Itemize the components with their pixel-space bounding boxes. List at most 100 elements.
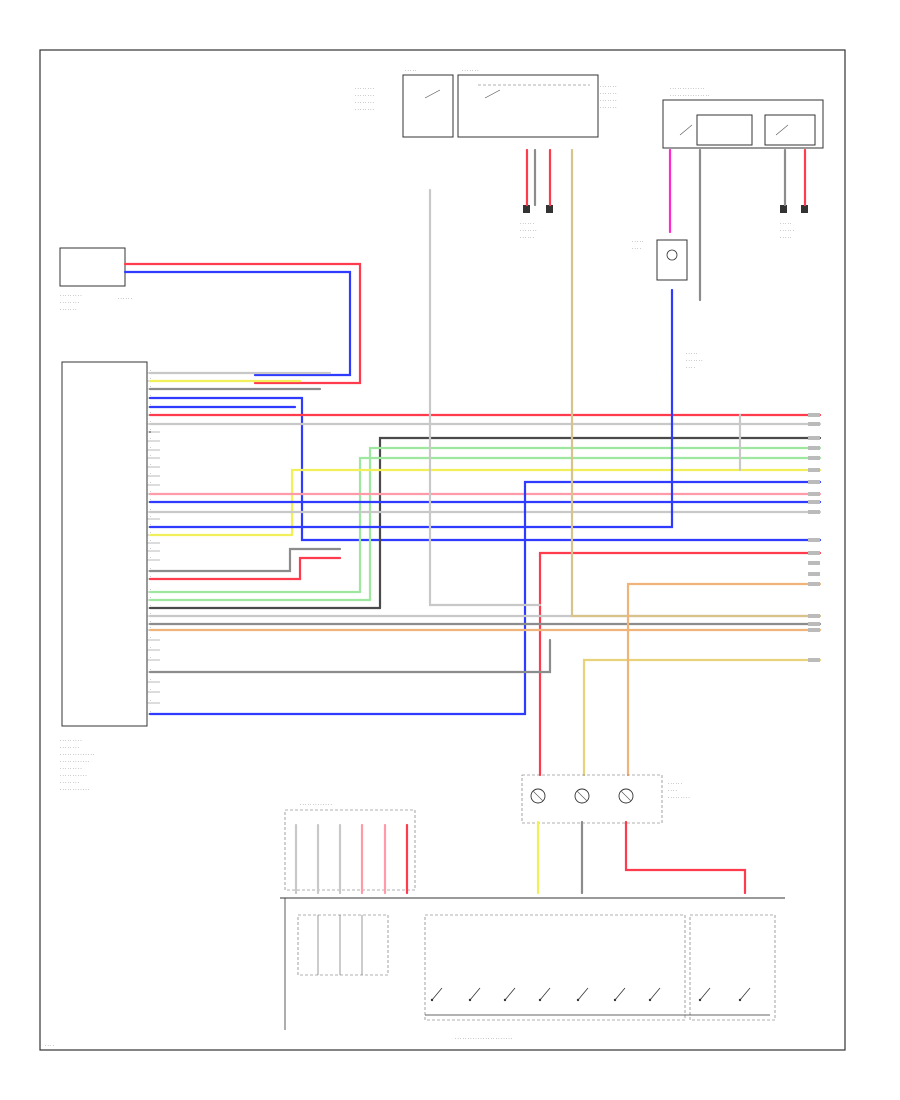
switch-contact bbox=[649, 987, 661, 1001]
switch-contact bbox=[614, 987, 626, 1001]
switch-contact bbox=[504, 987, 516, 1001]
pin-mark: · bbox=[150, 514, 151, 519]
svg-text:· · · · · · · ·: · · · · · · · · bbox=[60, 300, 79, 305]
pin-mark: · bbox=[150, 709, 151, 714]
switch-pivot bbox=[430, 998, 434, 1002]
ground-connector-right: · · · · · · · · · · · · · · · · bbox=[780, 205, 808, 240]
lamp-group: · · · · · · · · · · · · · · · · · · · bbox=[521, 774, 747, 895]
svg-text:· · · · · · ·: · · · · · · · bbox=[600, 84, 617, 89]
switch-contact bbox=[739, 987, 751, 1001]
svg-text:· · · · · · · · · · · · ·: · · · · · · · · · · · · · bbox=[300, 802, 332, 807]
switch-contacts bbox=[430, 987, 751, 1002]
switch-contact bbox=[577, 987, 589, 1001]
pin-mark: · bbox=[150, 471, 151, 476]
pin-mark: · bbox=[150, 507, 151, 512]
wire-terminal bbox=[808, 572, 820, 576]
pin-mark: · bbox=[150, 635, 151, 640]
control-module: · · · · · · · · · · · · · · · · · · · · … bbox=[60, 361, 148, 792]
wire-terminal bbox=[808, 561, 820, 565]
pin-mark: · bbox=[150, 453, 151, 458]
svg-text:· · · · · · · · · · · ·: · · · · · · · · · · · · bbox=[60, 787, 89, 792]
wire-terminal bbox=[808, 628, 820, 632]
pin-mark: · bbox=[150, 566, 151, 571]
pin-mark: · bbox=[150, 595, 151, 600]
wire-terminal bbox=[808, 468, 820, 472]
pin-mark: · bbox=[150, 687, 151, 692]
svg-text:· · · · · · · · · · · · · ·: · · · · · · · · · · · · · · bbox=[60, 752, 94, 757]
pin-mark: · bbox=[150, 419, 151, 424]
pin-mark: · bbox=[150, 645, 151, 650]
svg-text:· · · · · · ·: · · · · · · · bbox=[600, 91, 617, 96]
wire-terminal bbox=[808, 551, 820, 555]
pin-mark: · bbox=[150, 436, 151, 441]
wire-terminal bbox=[808, 492, 820, 496]
wire-terminal bbox=[808, 582, 820, 586]
svg-text:· · · · · · · · ·: · · · · · · · · · bbox=[60, 766, 82, 771]
top-switch-block: · · · · · · · · · · · · · · · · · · · · … bbox=[355, 68, 617, 138]
footer-code: · · · · bbox=[45, 1043, 54, 1048]
switch-pivot bbox=[613, 998, 617, 1002]
bottom-switch-panel: · · · · · · · · · · · · · · · · · · · · … bbox=[45, 897, 785, 1048]
svg-text:· · · · · ·: · · · · · · bbox=[118, 296, 132, 301]
pin-mark: · bbox=[150, 530, 151, 535]
svg-text:· · · · · ·: · · · · · · bbox=[780, 228, 794, 233]
left-sensor-box: · · · · · · · · · · · · · · · · · · · · … bbox=[59, 247, 132, 312]
right-terminals bbox=[808, 413, 820, 662]
svg-text:· · · · · · · ·: · · · · · · · · bbox=[355, 100, 374, 105]
svg-text:· · · ·: · · · · bbox=[632, 246, 641, 251]
switch-label: · · · · · bbox=[686, 351, 697, 356]
wire-terminal bbox=[808, 510, 820, 514]
pin-mark: · bbox=[150, 384, 151, 389]
svg-text:· · · · · · · ·: · · · · · · · · bbox=[355, 86, 374, 91]
pin-mark: · bbox=[150, 427, 151, 432]
wire-terminal bbox=[808, 500, 820, 504]
switch-pivot bbox=[468, 998, 472, 1002]
wire-harness bbox=[123, 148, 822, 777]
switch-pivot bbox=[576, 998, 580, 1002]
svg-text:· · · · · · · · · · · · · ·: · · · · · · · · · · · · · · bbox=[670, 86, 704, 91]
pin-mark: · bbox=[150, 497, 151, 502]
diagram-frame bbox=[39, 49, 846, 1051]
switch-pivot bbox=[503, 998, 507, 1002]
svg-text:· · · · · · ·: · · · · · · · bbox=[60, 307, 77, 312]
wire-terminal bbox=[808, 622, 820, 626]
switch-pivot bbox=[538, 998, 542, 1002]
pin-mark: · bbox=[150, 462, 151, 467]
pin-mark: · bbox=[150, 619, 151, 624]
pin-mark: · bbox=[150, 625, 151, 630]
pin-mark: · bbox=[150, 698, 151, 703]
pin-mark: · bbox=[150, 445, 151, 450]
pin-mark: · bbox=[150, 587, 151, 592]
pin-mark: · bbox=[150, 574, 151, 579]
wire-terminal bbox=[808, 658, 820, 662]
svg-text:· · · · · · · · · · · · · · ·: · · · · · · · · · · · · · · · · · · · · … bbox=[455, 1036, 512, 1041]
svg-text:· · · · ·: · · · · · bbox=[405, 68, 416, 73]
pin-mark: · bbox=[150, 410, 151, 415]
wire-terminal bbox=[808, 413, 820, 417]
ground-connector-left: · · · · · · · · · · · · · · · · · · · bbox=[520, 205, 553, 240]
pin-mark: · bbox=[150, 555, 151, 560]
switch-contact bbox=[539, 987, 551, 1001]
wire-terminal bbox=[808, 456, 820, 460]
pin-mark: · bbox=[150, 546, 151, 551]
wire-terminal bbox=[808, 480, 820, 484]
svg-text:· · · ·: · · · · bbox=[686, 365, 695, 370]
lower-connector: · · · · · · · · · · · · · bbox=[284, 802, 416, 895]
pin-mark: · bbox=[150, 480, 151, 485]
svg-text:· · · · · · · ·: · · · · · · · · bbox=[60, 780, 79, 785]
svg-text:· · · · · · · ·: · · · · · · · · bbox=[60, 745, 79, 750]
switch-pivot bbox=[738, 998, 742, 1002]
switch-pivot bbox=[698, 998, 702, 1002]
svg-text:· · · · ·: · · · · · bbox=[632, 239, 643, 244]
pin-mark: · bbox=[150, 522, 151, 527]
pin-mark: · bbox=[150, 611, 151, 616]
svg-text:· · · · · · ·: · · · · · · · bbox=[462, 68, 479, 73]
top-right-fuse-box: · · · · · · · · · · · · · · · · · · · · … bbox=[662, 86, 824, 149]
switch-contact bbox=[699, 987, 711, 1001]
pin-mark: · bbox=[150, 655, 151, 660]
svg-text:· · · · · · · · ·: · · · · · · · · · bbox=[60, 738, 82, 743]
pin-mark: · bbox=[150, 402, 151, 407]
wire-terminal bbox=[808, 538, 820, 542]
pin-mark: · bbox=[150, 677, 151, 682]
